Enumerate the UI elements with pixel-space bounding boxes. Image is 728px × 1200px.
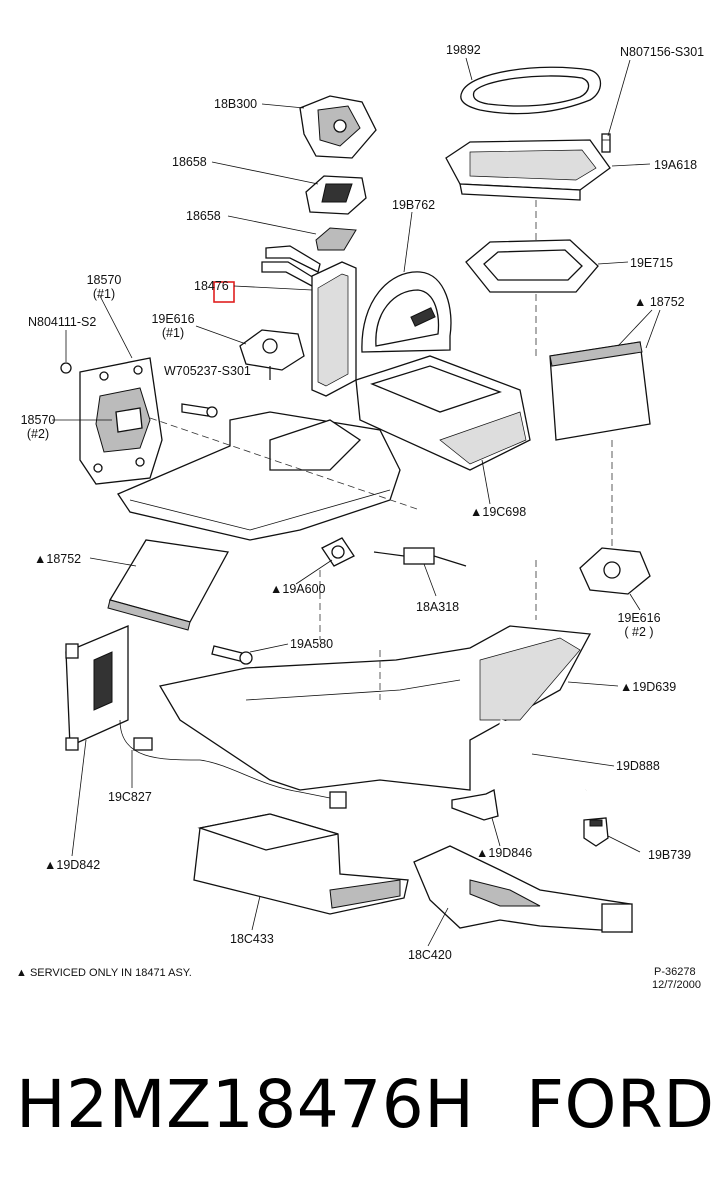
- part-18c433-duct: [193, 813, 409, 915]
- callout-n807156-s301: N807156-S301: [620, 45, 705, 59]
- part-18658-grommet-upper: [305, 175, 367, 215]
- part-19a618-cover: [445, 139, 611, 201]
- part-19c698-housing: [355, 355, 531, 471]
- exploded-parts-diagram: 19892 N807156-S301 18B300 18658 19A618 1…: [16, 43, 705, 991]
- part-lower-base: [117, 411, 401, 541]
- part-19a600-clip: [321, 537, 355, 567]
- callout-18476: 18476: [194, 279, 229, 293]
- callout-18a318: 18A318: [416, 600, 460, 614]
- callout-19d842: ▲19D842: [44, 858, 101, 872]
- callout-19e616-1: 19E616 (#1): [150, 312, 196, 340]
- part-19e715-gasket: [465, 239, 599, 293]
- callout-19892: 19892: [446, 43, 481, 57]
- part-19b739-connector: [583, 817, 609, 847]
- part-19e616-actuator-2: [579, 547, 651, 595]
- callout-18c433: 18C433: [230, 932, 274, 946]
- callout-19e616-1-index: (#1): [161, 326, 185, 340]
- part-w705237-screw: [181, 403, 218, 418]
- callout-18570-1: 18570 (#1): [84, 273, 124, 301]
- part-18c420-duct: [413, 845, 633, 933]
- part-19892-seal: [460, 66, 602, 115]
- part-19d888-hose: [499, 719, 589, 815]
- part-18570-seal: [79, 357, 163, 485]
- callout-19c698: ▲19C698: [470, 505, 527, 519]
- callout-19a580: 19A580: [290, 637, 334, 651]
- callout-18570-2-number: 18570: [20, 413, 56, 427]
- callout-19e715: 19E715: [630, 256, 674, 270]
- part-n804111-nut: [60, 362, 72, 374]
- callout-18752-left: ▲18752: [34, 552, 82, 566]
- callout-18570-1-index: (#1): [92, 287, 116, 301]
- part-number-title: H2MZ18476H: [16, 1066, 475, 1143]
- highlight-box-18476: [213, 281, 235, 303]
- callout-w705237-s301: W705237-S301: [164, 364, 251, 378]
- part-18a318-sensor: [373, 547, 467, 567]
- callout-19c827: 19C827: [108, 790, 152, 804]
- callout-18570-1-number: 18570: [86, 273, 122, 287]
- callout-19e616-2-index: ( #2 ): [624, 625, 654, 639]
- callout-18752-right: ▲ 18752: [634, 295, 685, 309]
- callout-19b762: 19B762: [392, 198, 436, 212]
- diagram-ref-code: P-36278: [654, 966, 696, 978]
- part-19e616-actuator-1: [239, 329, 305, 380]
- callout-18570-2-index: (#2): [26, 427, 50, 441]
- part-18752-filter-right: [549, 341, 651, 441]
- serviced-note: ▲ SERVICED ONLY IN 18471 ASY.: [16, 967, 192, 979]
- part-18658-foam-lower: [315, 227, 357, 251]
- part-n807156-screw: [601, 133, 611, 153]
- part-18476-heater-core: [261, 245, 357, 397]
- callout-19a600: ▲19A600: [270, 582, 326, 596]
- callout-18c420: 18C420: [408, 948, 452, 962]
- callout-19e616-2-number: 19E616: [617, 611, 661, 625]
- callout-19b739: 19B739: [648, 848, 692, 862]
- callout-18570-2: 18570 (#2): [18, 413, 58, 441]
- callout-19a618: 19A618: [654, 158, 698, 172]
- callout-19d846: ▲19D846: [476, 846, 533, 860]
- part-19c827-cable: [119, 719, 347, 809]
- part-18752-filter-left: [107, 539, 230, 631]
- callout-18b300: 18B300: [214, 97, 258, 111]
- part-lower-housing: [158, 625, 592, 791]
- brand-title: FORD: [526, 1066, 715, 1143]
- diagram-drawing: [52, 57, 661, 947]
- part-19b762-door: [361, 271, 452, 353]
- callout-19d639: ▲19D639: [620, 680, 677, 694]
- callout-19e616-1-number: 19E616: [151, 312, 195, 326]
- callout-19d888: 19D888: [616, 759, 660, 773]
- callout-18658-lower: 18658: [186, 209, 221, 223]
- callout-18658-upper: 18658: [172, 155, 207, 169]
- callout-n804111-s2: N804111-S2: [28, 315, 97, 329]
- part-19d846-actuator: [451, 789, 499, 821]
- callout-19e616-2: 19E616 ( #2 ): [616, 611, 662, 639]
- leader-lines: [52, 57, 661, 947]
- part-18b300-actuator: [299, 95, 377, 159]
- part-19a580-pin: [211, 645, 253, 665]
- part-19d842-door: [65, 625, 129, 751]
- diagram-ref-date: 12/7/2000: [652, 979, 701, 991]
- product-title-bar: H2MZ18476H FORD: [0, 1060, 728, 1170]
